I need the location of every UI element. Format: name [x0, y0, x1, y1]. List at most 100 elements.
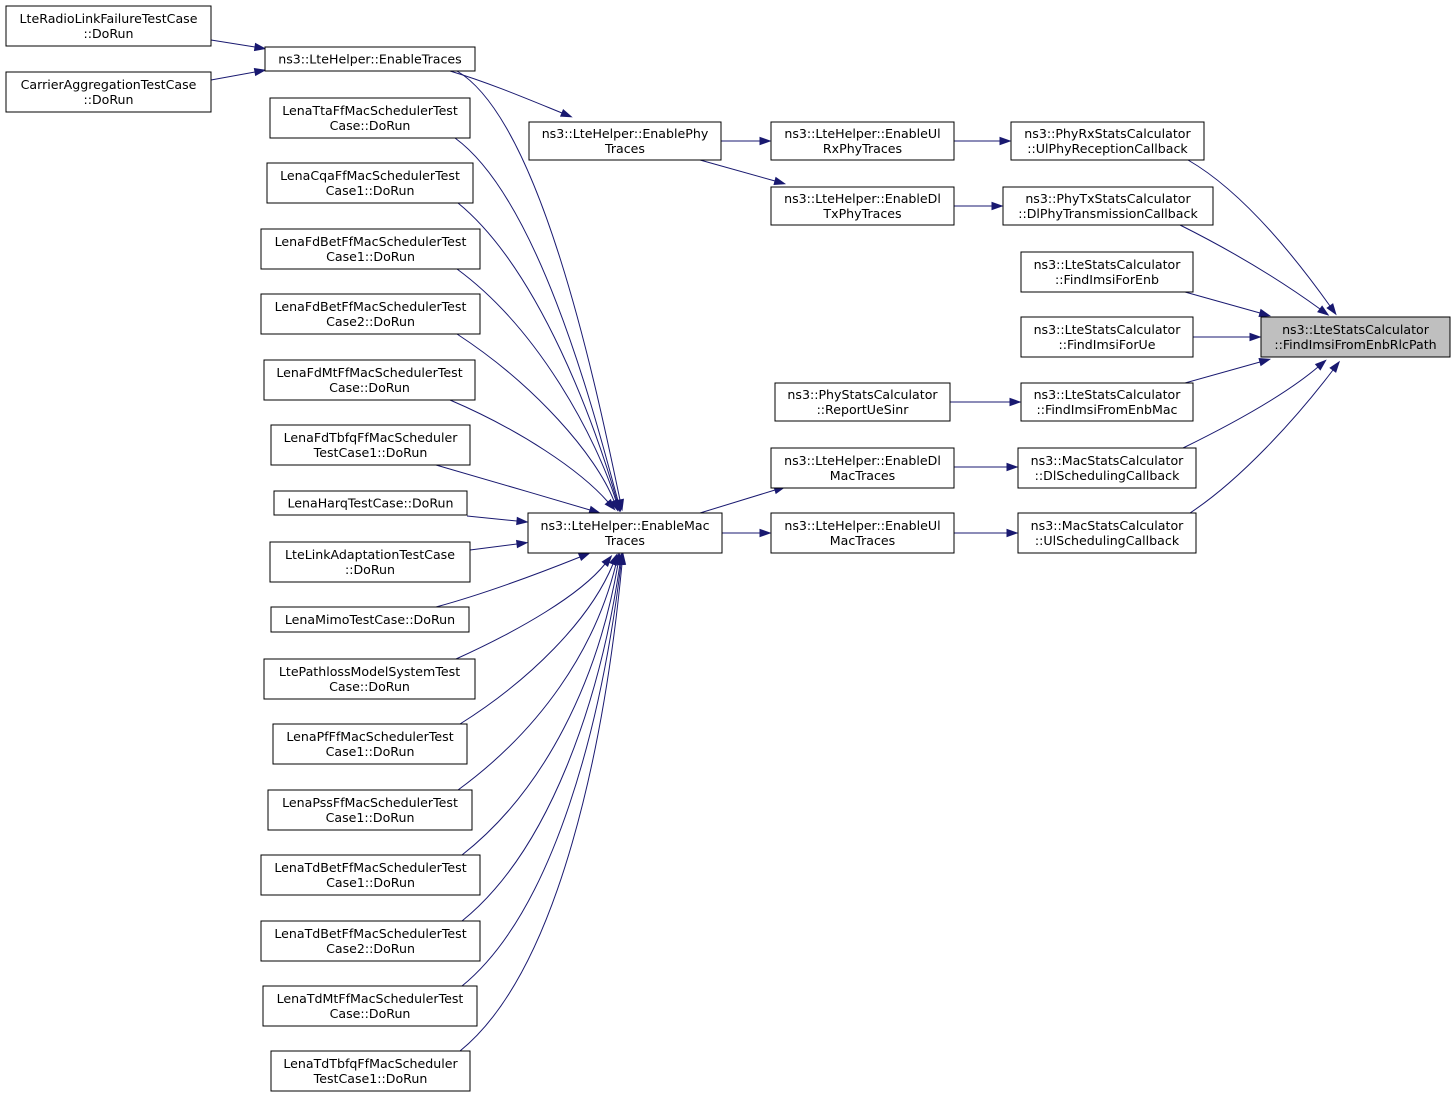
- node-label-line: LenaFdTbfqFfMacScheduler: [284, 430, 459, 445]
- node-label-line: Traces: [604, 141, 645, 156]
- node-box: [270, 1050, 471, 1092]
- node-label-line: ::FindImsiForUe: [1059, 337, 1156, 352]
- node-label-line: LenaMimoTestCase::DoRun: [285, 612, 455, 627]
- edge-fdbet1-to-enMac: [456, 268, 620, 512]
- arrow-head-icon: [1317, 305, 1330, 316]
- node-box: [269, 541, 471, 583]
- arrow-head-icon: [559, 108, 573, 118]
- node-box: [1020, 316, 1194, 358]
- node-findEnb[interactable]: ns3::LteStatsCalculator::FindImsiForEnb: [1020, 251, 1194, 293]
- node-phyRxUl[interactable]: ns3::PhyRxStatsCalculator::UlPhyReceptio…: [1010, 121, 1205, 161]
- node-linkadapt[interactable]: LteLinkAdaptationTestCase::DoRun: [269, 541, 471, 583]
- node-rlf[interactable]: LteRadioLinkFailureTestCase::DoRun: [5, 5, 212, 47]
- node-label-line: ::FindImsiForEnb: [1055, 272, 1159, 287]
- node-label-line: ns3::MacStatsCalculator: [1031, 518, 1184, 533]
- node-label-line: ::FindImsiFromEnbRlcPath: [1274, 337, 1436, 352]
- node-macUl[interactable]: ns3::MacStatsCalculator::UlSchedulingCal…: [1017, 512, 1197, 554]
- node-macDl[interactable]: ns3::MacStatsCalculator::DlSchedulingCal…: [1017, 447, 1197, 489]
- node-label-line: LenaTdBetFfMacSchedulerTest: [274, 926, 466, 941]
- arrow-head-icon: [759, 136, 772, 146]
- arrow-head-icon: [1009, 397, 1022, 407]
- node-label-line: LenaHarqTestCase::DoRun: [287, 496, 453, 511]
- edge-line: [699, 159, 776, 182]
- edge-line: [454, 137, 619, 502]
- edge-line: [455, 563, 606, 660]
- node-label-line: ::UlSchedulingCallback: [1035, 533, 1180, 548]
- node-label-line: LenaTdBetFfMacSchedulerTest: [274, 860, 466, 875]
- node-label-line: Case2::DoRun: [326, 941, 415, 956]
- node-label-line: LteRadioLinkFailureTestCase: [20, 11, 198, 26]
- edge-enDlTxPhy-to-phyTxDl: [954, 201, 1004, 211]
- arrow-head-icon: [1006, 462, 1019, 472]
- node-label-line: ::UlPhyReceptionCallback: [1027, 141, 1188, 156]
- arrow-head-icon: [253, 67, 267, 77]
- node-label-line: LenaTdMtFfMacSchedulerTest: [277, 991, 464, 1006]
- node-box: [1260, 316, 1451, 358]
- node-mimo[interactable]: LenaMimoTestCase::DoRun: [270, 606, 470, 633]
- edge-linkadapt-to-enMac: [469, 539, 529, 551]
- node-label-line: LenaPfFfMacSchedulerTest: [286, 729, 453, 744]
- node-box: [770, 512, 955, 554]
- arrow-head-icon: [617, 552, 627, 565]
- arrow-head-icon: [1258, 358, 1272, 367]
- node-harq[interactable]: LenaHarqTestCase::DoRun: [273, 490, 468, 516]
- edge-line: [435, 464, 591, 511]
- arrow-head-icon: [1258, 308, 1272, 317]
- edge-line: [210, 71, 256, 81]
- node-label-line: ns3::LteHelper::EnableMac: [540, 518, 709, 533]
- edge-cqa-to-enMac: [457, 202, 621, 513]
- node-carrier[interactable]: CarrierAggregationTestCase::DoRun: [5, 71, 212, 113]
- edge-reportSinr-to-findEnbMac: [950, 397, 1022, 407]
- edge-enUlRxPhy-to-phyRxUl: [954, 136, 1012, 146]
- node-target[interactable]: ns3::LteStatsCalculator::FindImsiFromEnb…: [1260, 316, 1451, 358]
- arrow-head-icon: [1329, 360, 1341, 373]
- node-label-line: ns3::PhyRxStatsCalculator: [1024, 126, 1191, 141]
- node-box: [267, 789, 473, 831]
- node-reportSinr[interactable]: ns3::PhyStatsCalculator::ReportUeSinr: [774, 382, 951, 422]
- node-label-line: Case::DoRun: [329, 679, 410, 694]
- node-findEnbMac[interactable]: ns3::LteStatsCalculator::FindImsiFromEnb…: [1020, 382, 1194, 422]
- edge-phyRxUl-to-target: [1187, 159, 1337, 316]
- node-phyTxDl[interactable]: ns3::PhyTxStatsCalculator::DlPhyTransmis…: [1002, 186, 1214, 226]
- edge-tdmt-to-enMac: [461, 552, 626, 987]
- node-enTraces[interactable]: ns3::LteHelper::EnableTraces: [264, 46, 476, 72]
- node-findUe[interactable]: ns3::LteStatsCalculator::FindImsiForUe: [1020, 316, 1194, 358]
- node-label-line: MacTraces: [830, 533, 895, 548]
- edge-line: [456, 333, 615, 502]
- edge-line: [1184, 291, 1261, 314]
- node-box: [270, 606, 470, 633]
- arrow-head-icon: [253, 42, 267, 52]
- node-label-line: ::ReportUeSinr: [817, 402, 910, 417]
- node-label-line: Case1::DoRun: [326, 875, 415, 890]
- arrow-head-icon: [991, 201, 1004, 211]
- node-label-line: ns3::PhyTxStatsCalculator: [1025, 191, 1191, 206]
- node-label-line: ns3::LteStatsCalculator: [1282, 322, 1430, 337]
- node-label-line: ::DoRun: [83, 92, 133, 107]
- edge-carrier-to-enTraces: [210, 67, 267, 81]
- edge-line: [461, 563, 619, 856]
- node-box: [263, 359, 476, 401]
- node-label-line: ns3::LteStatsCalculator: [1034, 257, 1182, 272]
- node-label-line: Case2::DoRun: [326, 314, 415, 329]
- node-label-line: MacTraces: [830, 468, 895, 483]
